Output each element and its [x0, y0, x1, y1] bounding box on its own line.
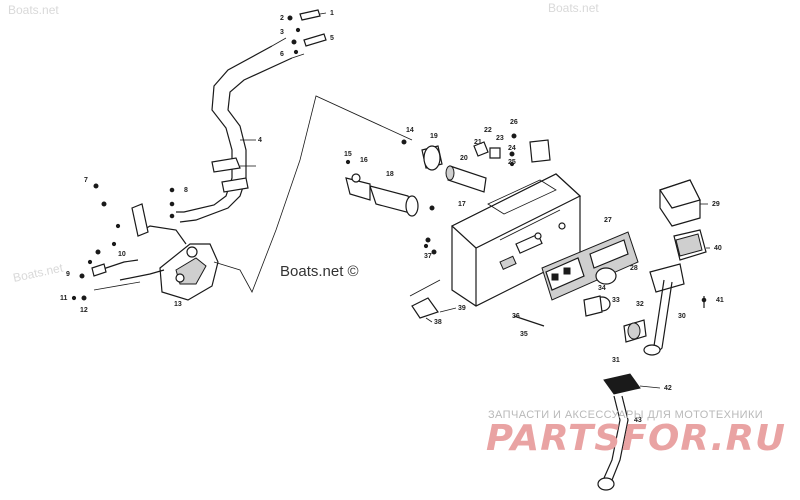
- callout-5: 5: [330, 35, 334, 42]
- callout-18: 18: [386, 171, 394, 178]
- callout-10: 10: [118, 251, 126, 258]
- control-bracket: [71, 183, 219, 301]
- bushings: [583, 267, 647, 343]
- watermark-top-left: Boats.net: [8, 3, 59, 17]
- footer-tagline: ЗАПЧАСТИ И АКСЕССУАРЫ ДЛЯ МОТОТЕХНИКИ: [488, 409, 763, 421]
- callout-28: 28: [630, 265, 638, 272]
- callout-7: 7: [84, 177, 88, 184]
- callout-17: 17: [458, 201, 466, 208]
- callout-38: 38: [434, 319, 442, 326]
- callout-13: 13: [174, 301, 182, 308]
- callout-24: 24: [508, 145, 516, 152]
- callout-23: 23: [496, 135, 504, 142]
- callout-19: 19: [430, 133, 438, 140]
- callout-14: 14: [406, 127, 414, 134]
- callout-39: 39: [458, 305, 466, 312]
- pivot-parts: [473, 133, 551, 167]
- callout-25: 25: [508, 159, 516, 166]
- callout-43: 43: [634, 417, 642, 424]
- callout-20: 20: [460, 155, 468, 162]
- lever-arm: [643, 263, 685, 356]
- callout-4: 4: [258, 137, 262, 144]
- callout-15: 15: [344, 151, 352, 158]
- callout-8: 8: [184, 187, 188, 194]
- callout-34: 34: [598, 285, 606, 292]
- watermark-left: Boats.net: [12, 261, 65, 285]
- callout-9: 9: [66, 271, 70, 278]
- callout-37: 37: [424, 253, 432, 260]
- callout-11: 11: [60, 295, 68, 302]
- leader-lines: [240, 12, 710, 389]
- callout-35: 35: [520, 331, 528, 338]
- callout-1: 1: [330, 10, 334, 17]
- callout-22: 22: [484, 127, 492, 134]
- pedal-pad: [597, 373, 641, 491]
- main-housing: [450, 173, 582, 307]
- watermark-top-right: Boats.net: [548, 1, 599, 15]
- routing-line: [213, 95, 413, 293]
- callout-27: 27: [604, 217, 612, 224]
- callout-33: 33: [612, 297, 620, 304]
- loose-parts: [409, 243, 545, 327]
- callout-2: 2: [280, 15, 284, 22]
- decal-plate: [541, 231, 639, 301]
- credit-text: Boats.net ©: [280, 263, 359, 280]
- callout-31: 31: [612, 357, 620, 364]
- callout-26: 26: [510, 119, 518, 126]
- callout-36: 36: [512, 313, 520, 320]
- top-fittings: [287, 9, 327, 55]
- callout-29: 29: [712, 201, 720, 208]
- callout-3: 3: [280, 29, 284, 36]
- throttle-handle: [345, 139, 487, 255]
- cables: [176, 37, 305, 223]
- callout-numbers: 1 2 3 4 5 6 7 8 9 10 11 12 13 14 15 16 1…: [60, 10, 724, 424]
- callout-32: 32: [636, 301, 644, 308]
- callout-40: 40: [714, 245, 722, 252]
- callout-12: 12: [80, 307, 88, 314]
- switch-assembly: [659, 179, 707, 308]
- footer-logo: PARTSFOR.RU: [486, 418, 786, 459]
- callout-21: 21: [474, 139, 482, 146]
- callout-30: 30: [678, 313, 686, 320]
- callout-16: 16: [360, 157, 368, 164]
- callout-6: 6: [280, 51, 284, 58]
- callout-41: 41: [716, 297, 724, 304]
- callout-42: 42: [664, 385, 672, 392]
